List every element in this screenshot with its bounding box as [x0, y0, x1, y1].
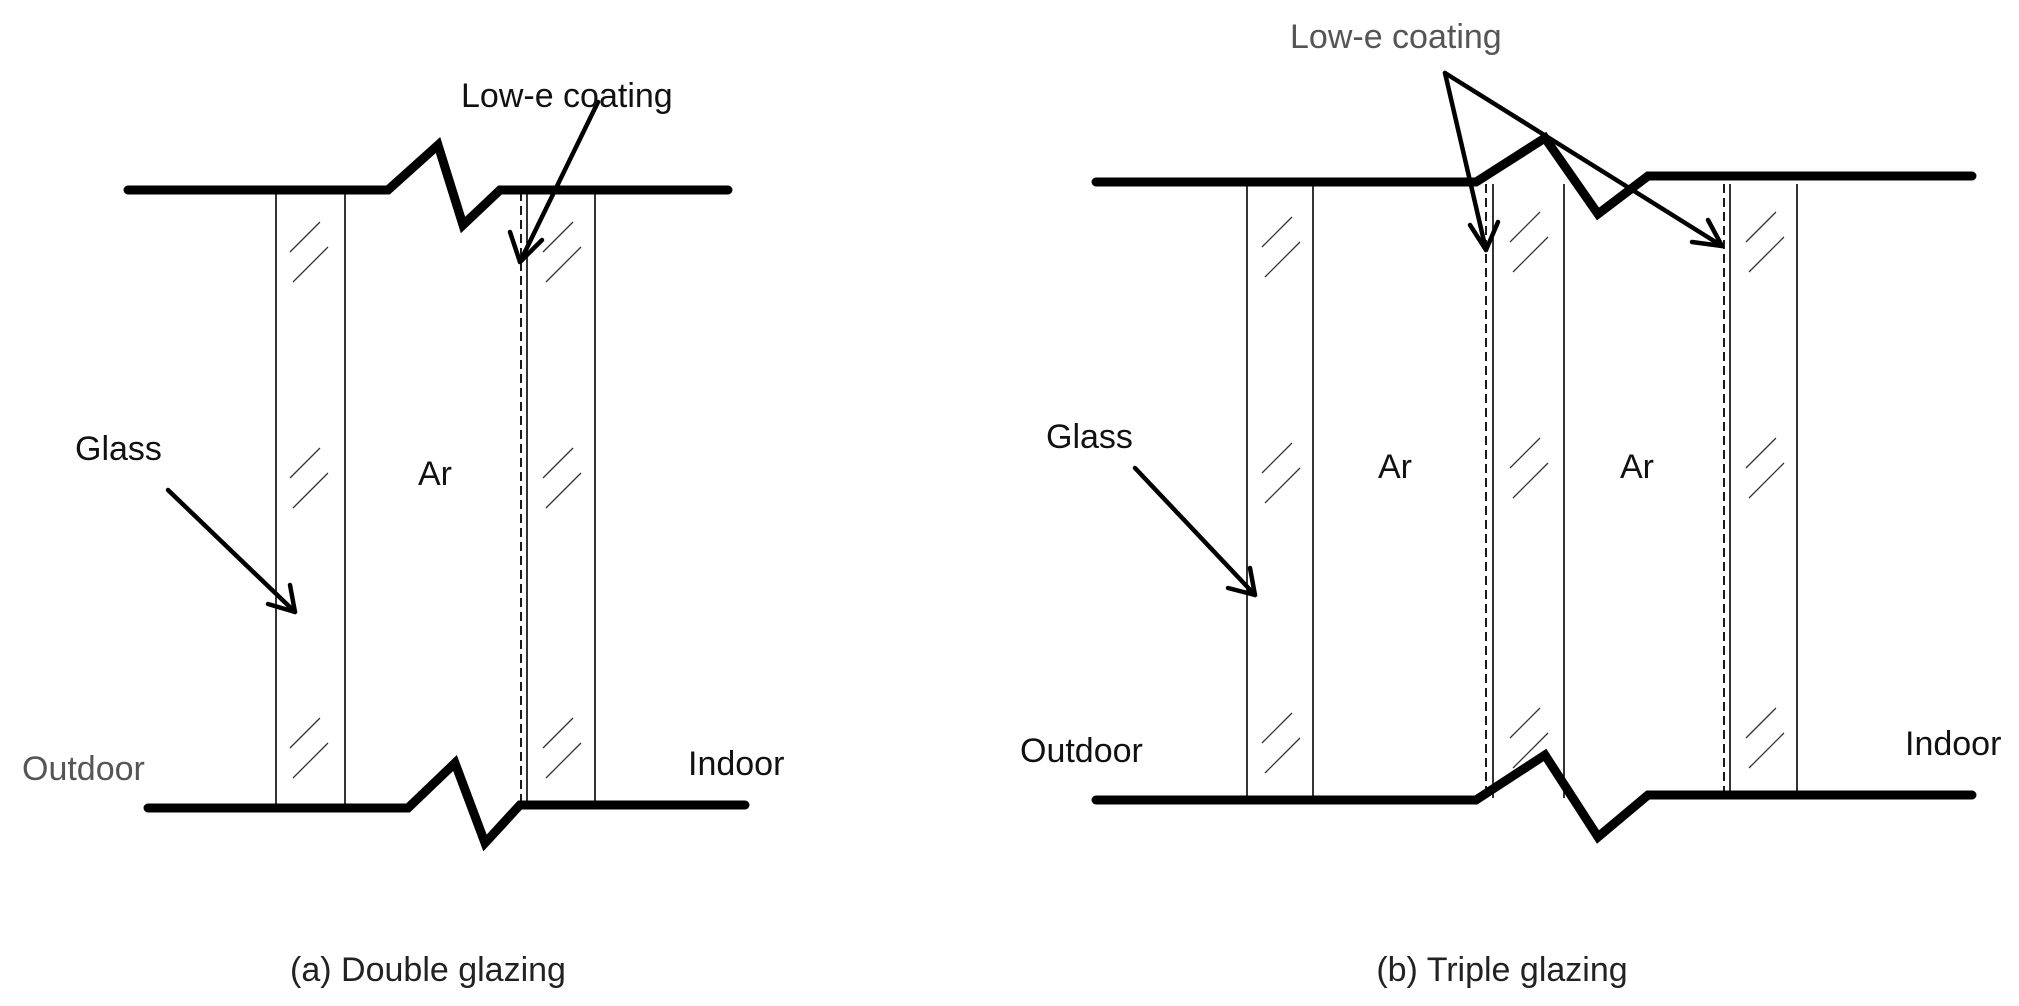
double-gas-label: Ar [418, 455, 452, 493]
double-top-frame [123, 136, 733, 234]
triple-top-frame [1091, 131, 1977, 221]
triple-outdoor-label: Outdoor [1020, 732, 1143, 770]
triple-middle-glass-pane [1485, 184, 1565, 798]
triple-coating-arrow-1 [1442, 70, 1501, 253]
triple-coating-arrow-2 [1442, 70, 1725, 249]
triple-indoor-label: Indoor [1905, 725, 2001, 763]
triple-glass-label: Glass [1046, 418, 1133, 456]
double-inner-glass-pane [520, 192, 596, 806]
double-glass-arrow [165, 487, 298, 615]
triple-outer-glass-pane [1246, 184, 1314, 798]
triple-glass-arrow [1132, 465, 1258, 598]
double-outer-glass-pane [275, 192, 346, 806]
triple-bottom-frame [1091, 748, 1977, 844]
triple-glazing-panel: Low-e coating Glass Ar Ar Outdoor Indoor… [1020, 18, 2001, 989]
triple-coating-label: Low-e coating [1290, 18, 1502, 56]
double-coating-arrow [507, 99, 601, 265]
double-caption: (a) Double glazing [290, 951, 566, 989]
double-glass-label: Glass [75, 430, 162, 468]
double-outdoor-label: Outdoor [22, 750, 145, 788]
triple-inner-glass-pane [1723, 184, 1798, 798]
double-bottom-frame [143, 755, 750, 852]
double-glazing-panel: Low-e coating Glass Ar Outdoor Indoor (a… [22, 77, 784, 989]
double-coating-label: Low-e coating [461, 77, 673, 115]
triple-caption: (b) Triple glazing [1376, 951, 1627, 989]
triple-gas-label-2: Ar [1620, 448, 1654, 486]
triple-gas-label-1: Ar [1378, 448, 1412, 486]
double-indoor-label: Indoor [688, 745, 784, 783]
